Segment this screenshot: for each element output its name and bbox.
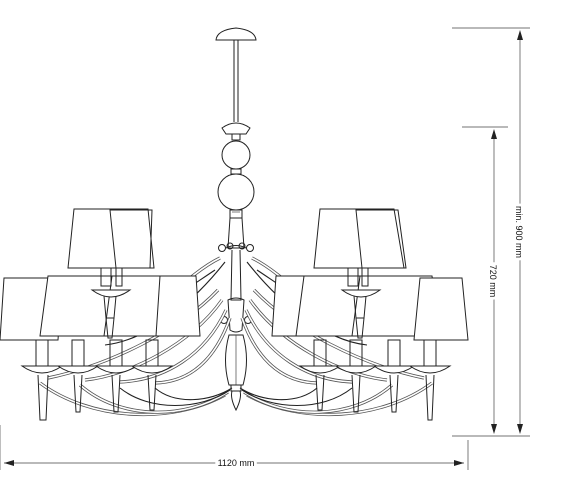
height-dimension-line xyxy=(491,129,497,434)
min-height-dimension-label: min. 900 mm xyxy=(514,206,524,258)
central-column xyxy=(217,122,255,412)
ceiling-canopy xyxy=(215,27,257,41)
width-dimension-label: 1120 mm xyxy=(218,458,255,468)
lower-candle-holders xyxy=(20,339,452,421)
lamp-shades-back xyxy=(0,208,469,341)
min-height-dimension-line xyxy=(517,30,523,434)
height-dimension-label: 720 mm xyxy=(488,265,498,298)
upper-candle-holders xyxy=(90,267,382,339)
width-dimension-line xyxy=(4,460,464,466)
suspension-rod xyxy=(233,40,239,122)
extension-lines xyxy=(0,27,530,470)
